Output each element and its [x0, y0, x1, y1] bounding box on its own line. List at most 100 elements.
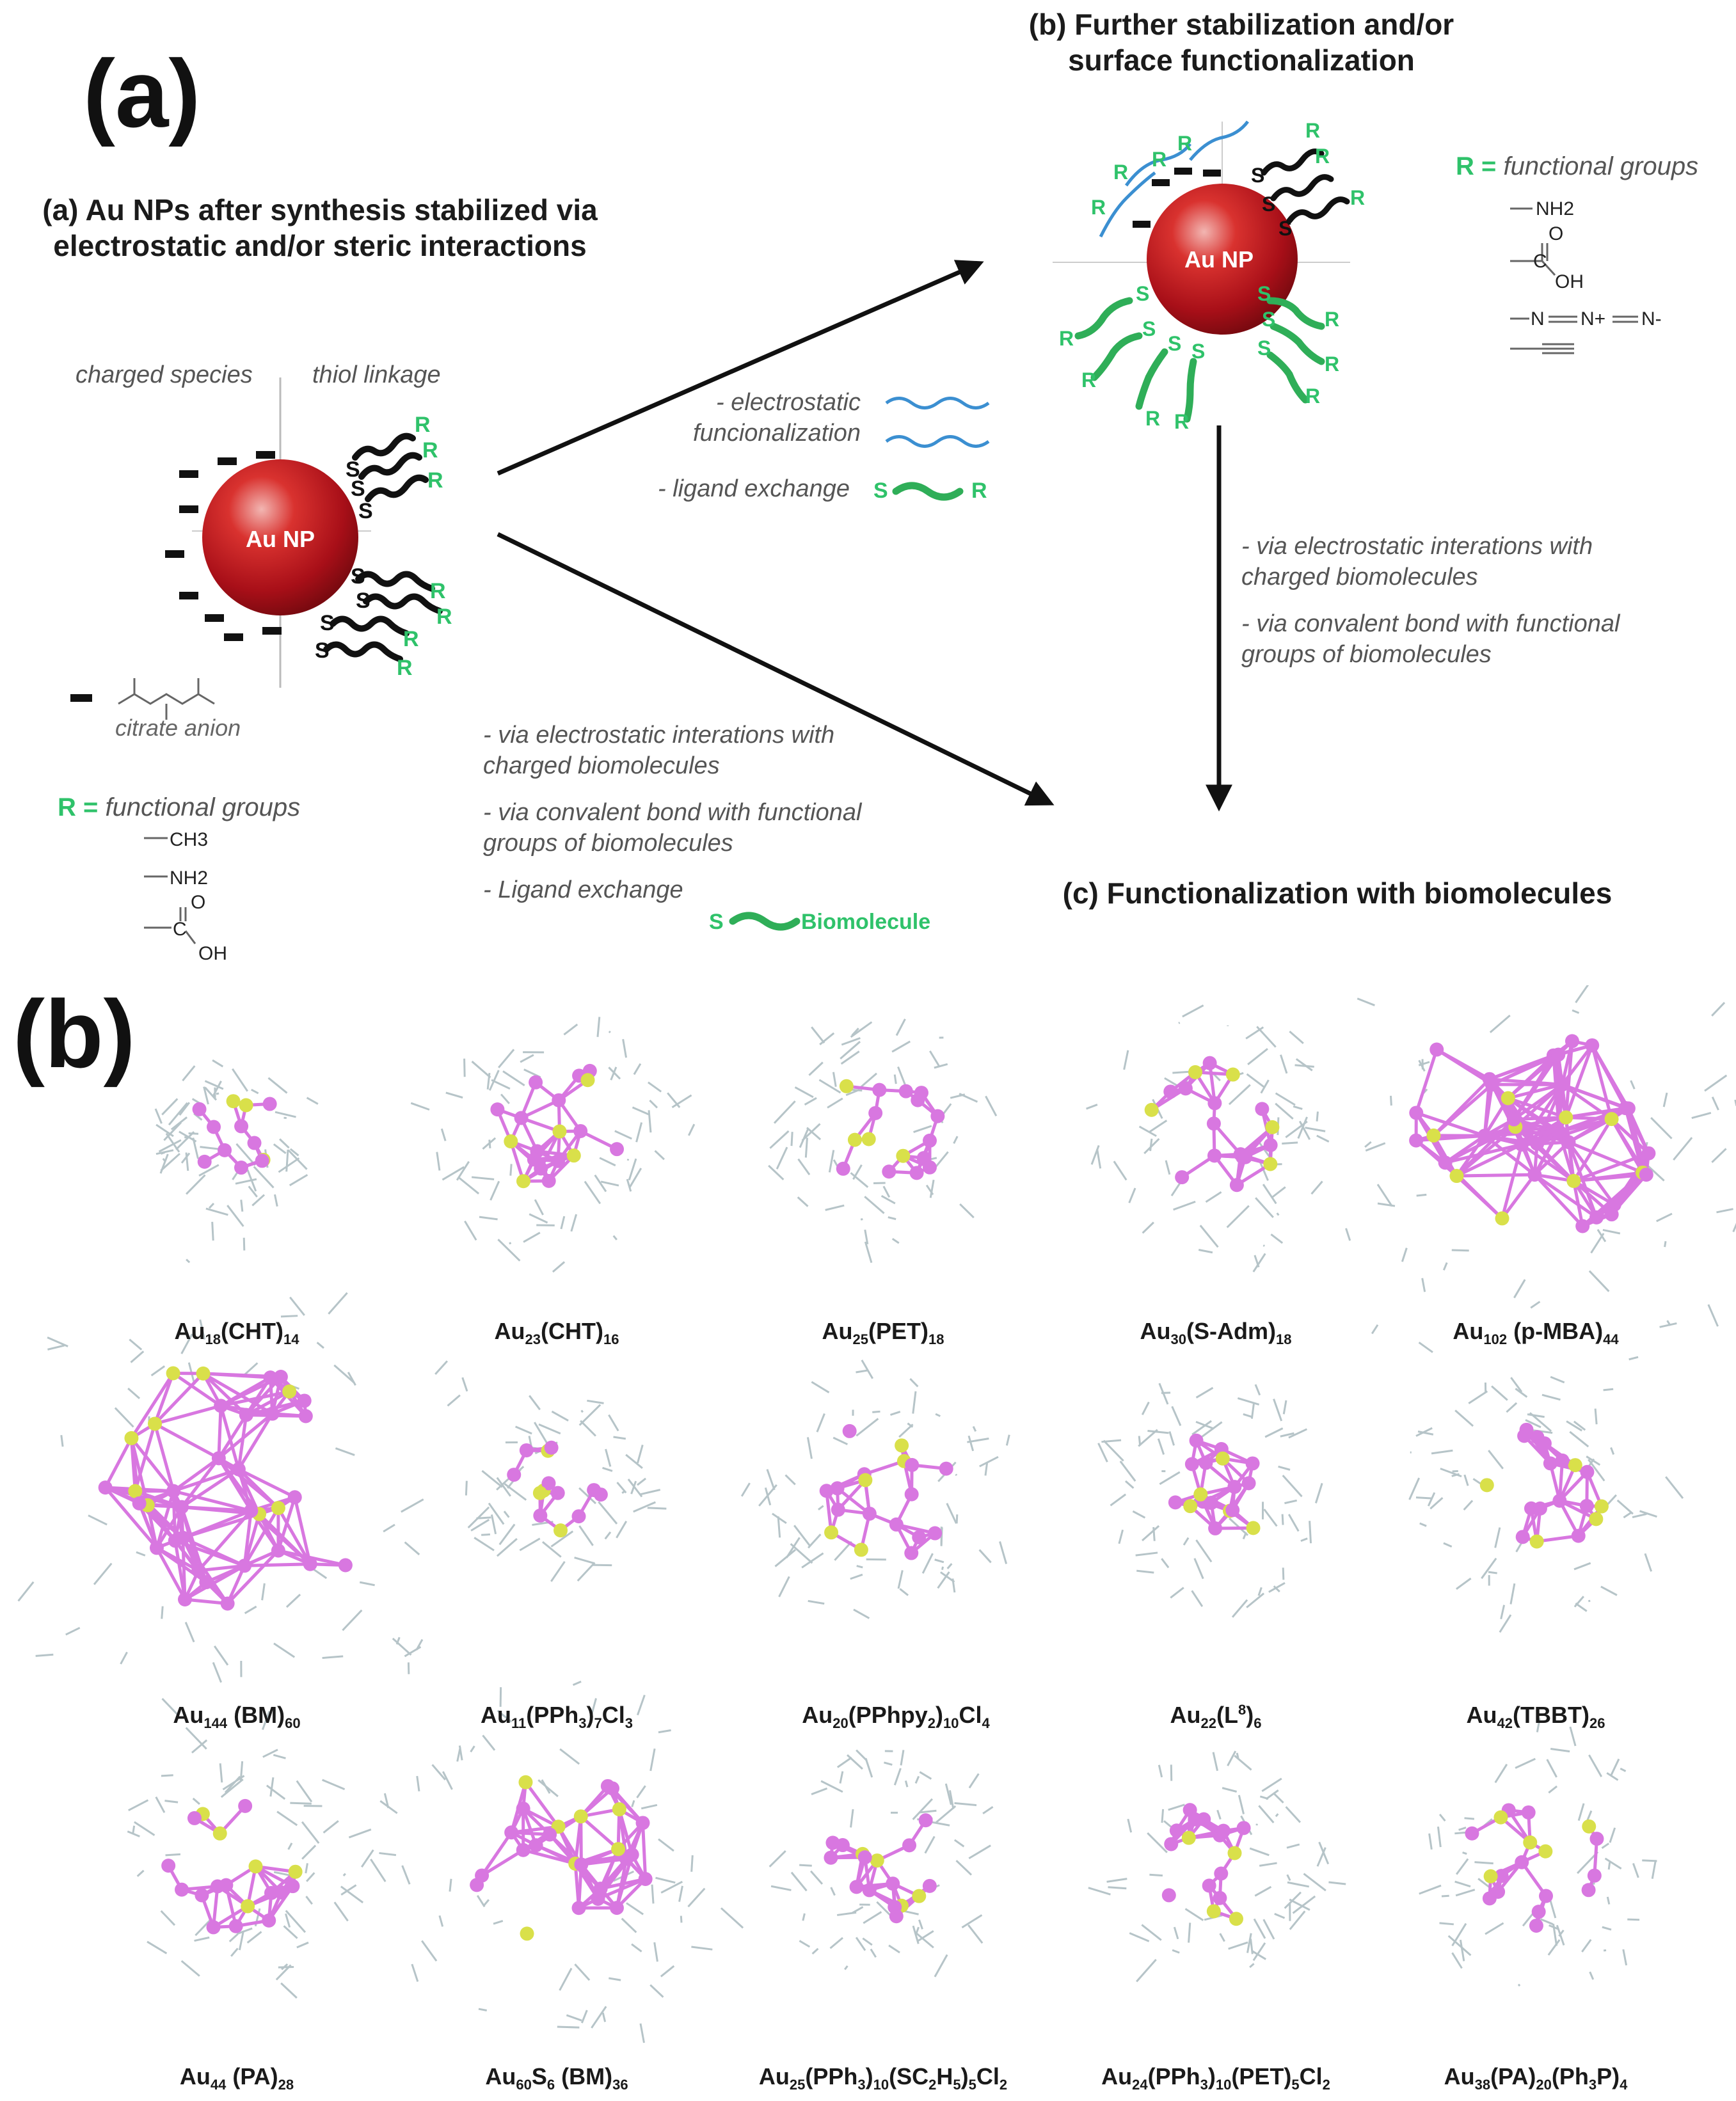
core-bond — [1610, 1118, 1650, 1155]
ligand-bond — [1500, 1605, 1506, 1620]
ligand-bond — [1219, 1933, 1225, 1942]
ligand-bond — [1536, 1718, 1541, 1732]
ligand-bond — [179, 1102, 191, 1116]
ligand-bond — [1429, 1497, 1444, 1510]
ligand-bond — [653, 1942, 658, 1962]
gold-atom — [1208, 1521, 1223, 1535]
ligand-bond — [481, 1533, 491, 1536]
core-bond — [181, 1537, 187, 1600]
gold-atom — [1531, 1905, 1546, 1919]
ligand-bond — [1212, 1752, 1219, 1772]
ligand-bond — [769, 1130, 790, 1149]
gold-atom — [264, 1885, 278, 1900]
ligand-bond — [591, 1698, 597, 1715]
sulfur-atom — [858, 1473, 873, 1487]
mid-bottom-text: - via electrostatic interations with cha… — [483, 722, 862, 903]
sulfur-atom — [288, 1864, 303, 1879]
ligand-bond — [837, 1911, 857, 1916]
gold-atom — [1168, 1495, 1183, 1510]
gold-atom — [516, 1802, 530, 1816]
svg-text:R: R — [1152, 148, 1167, 171]
ligand-bond — [811, 1381, 830, 1393]
ligand-bond — [471, 1176, 495, 1180]
sulfur-atom — [1529, 1534, 1544, 1549]
ligand-bond — [1704, 1074, 1728, 1092]
ligand-bond — [348, 1828, 372, 1839]
ligand-bond — [1276, 1212, 1280, 1216]
gold-atom — [541, 1476, 556, 1491]
ligand-bond — [160, 1910, 176, 1926]
ligand-bond — [1108, 1886, 1127, 1890]
ligand-bond — [577, 1562, 596, 1582]
ligand-bond — [914, 1926, 920, 1936]
ligand-bond — [279, 1138, 290, 1149]
ligand-bond — [273, 1754, 286, 1759]
ligand-bond — [649, 1748, 656, 1772]
arrow-a-to-c — [497, 532, 1055, 806]
gold-atom — [1537, 1436, 1552, 1451]
sulfur-atom — [1193, 1487, 1208, 1502]
ligand-bond — [1549, 1924, 1558, 1930]
ligand-bond — [832, 1436, 848, 1445]
gold-atom — [1161, 1888, 1176, 1903]
ligand-bond — [1616, 1499, 1634, 1515]
ligand-bond — [470, 1519, 490, 1532]
ligand-bond — [442, 1771, 453, 1790]
core-bond — [181, 1505, 251, 1512]
ligand-bond — [529, 1395, 541, 1411]
sulfur-atom — [282, 1384, 297, 1399]
ligand-bond — [777, 1516, 781, 1538]
ligand-bond — [289, 1148, 299, 1157]
core-bond — [130, 1372, 175, 1439]
ligand-bond — [456, 1161, 470, 1181]
ligand-bond — [248, 1185, 258, 1198]
ligand-bond — [1376, 1184, 1393, 1207]
ligand-bond — [1273, 1585, 1280, 1592]
ligand-bond — [1286, 1843, 1300, 1849]
ligand-bond — [301, 1844, 317, 1860]
gold-atom — [262, 1097, 277, 1111]
gold-atom — [1579, 1498, 1594, 1513]
core-bond — [184, 1598, 228, 1605]
gold-atom — [842, 1423, 857, 1438]
ligand-bond — [1191, 1420, 1212, 1436]
ligand-bond — [1118, 1529, 1124, 1544]
cluster-structure — [1345, 985, 1736, 1361]
core-bond — [245, 1390, 291, 1416]
ligand-bond — [1247, 1048, 1268, 1065]
gold-atom — [886, 1876, 900, 1891]
svg-text:O: O — [191, 892, 205, 913]
ligand-bond — [797, 1158, 811, 1176]
gold-atom — [1198, 1455, 1213, 1470]
ligand-bond — [1515, 1388, 1528, 1398]
ligand-bond — [194, 1936, 210, 1942]
ligand-bond — [129, 1338, 143, 1351]
ligand-bond — [959, 1203, 975, 1219]
ligand-bond — [1236, 1752, 1239, 1759]
ligand-bond — [1103, 1439, 1124, 1462]
gold-atom — [1515, 1855, 1529, 1869]
ligand-bond — [893, 1768, 902, 1786]
ligand-bond — [127, 1388, 141, 1399]
ligand-bond — [1136, 1569, 1154, 1574]
sulfur-atom — [854, 1542, 868, 1557]
svg-text:S: S — [351, 477, 365, 501]
ligand-bond — [1274, 1912, 1286, 1919]
ligand-bond — [482, 1137, 497, 1150]
ligand-bond — [1572, 1009, 1580, 1014]
ligand-bond — [635, 1122, 643, 1143]
sulfur-atom — [196, 1366, 211, 1381]
cluster-structure — [1088, 1750, 1346, 1983]
ligand-bond — [500, 1093, 510, 1104]
ligand-bond — [612, 1235, 618, 1241]
gold-atom — [1229, 1178, 1244, 1193]
ligand-bond — [776, 1146, 788, 1169]
gold-atom — [1494, 1869, 1509, 1883]
ligand-bond — [1159, 1471, 1181, 1486]
ligand-bond — [804, 1097, 817, 1106]
core-bond — [1572, 1180, 1613, 1216]
ligand-bond — [219, 1763, 223, 1783]
gold-atom — [265, 1406, 280, 1421]
gold-atom — [868, 1106, 883, 1120]
core-bond — [182, 1509, 252, 1540]
